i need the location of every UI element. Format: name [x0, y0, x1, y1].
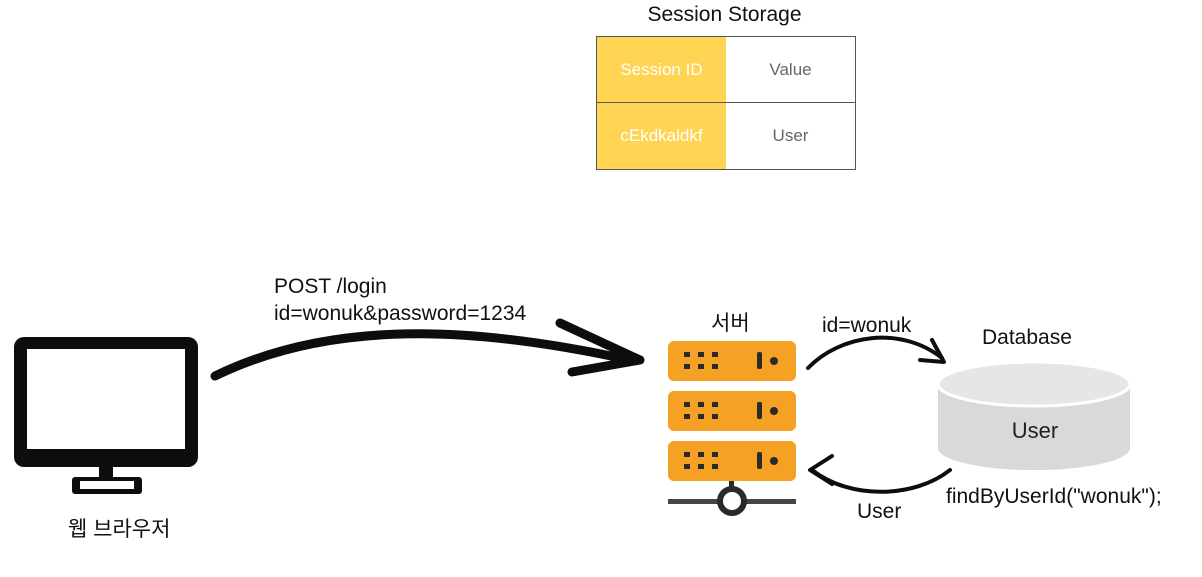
database-call-label: findByUserId("wonuk"); — [946, 485, 1162, 508]
value-header: Value — [726, 37, 855, 103]
database-title: Database — [982, 326, 1072, 349]
session-storage-title: Session Storage — [647, 3, 802, 26]
database-icon — [936, 360, 1132, 470]
return-label: User — [857, 500, 902, 523]
request-method-label: POST /login — [274, 275, 387, 298]
session-id-header: Session ID — [597, 37, 726, 103]
server-label: 서버 — [711, 312, 750, 335]
session-id-cell: cEkdkaldkf — [597, 103, 726, 169]
return-arrow — [808, 454, 952, 494]
browser-label: 웹 브라우저 — [68, 518, 171, 541]
database-table-label: User — [1011, 418, 1059, 443]
request-body-label: id=wonuk&password=1234 — [274, 302, 527, 325]
server-rack-icon — [668, 341, 796, 516]
value-cell: User — [726, 103, 855, 169]
monitor-icon — [14, 337, 198, 494]
query-label: id=wonuk — [822, 314, 912, 337]
request-arrow — [210, 318, 645, 381]
session-storage-table: Session ID Value cEkdkaldkf User — [596, 36, 856, 170]
query-arrow — [806, 335, 946, 370]
